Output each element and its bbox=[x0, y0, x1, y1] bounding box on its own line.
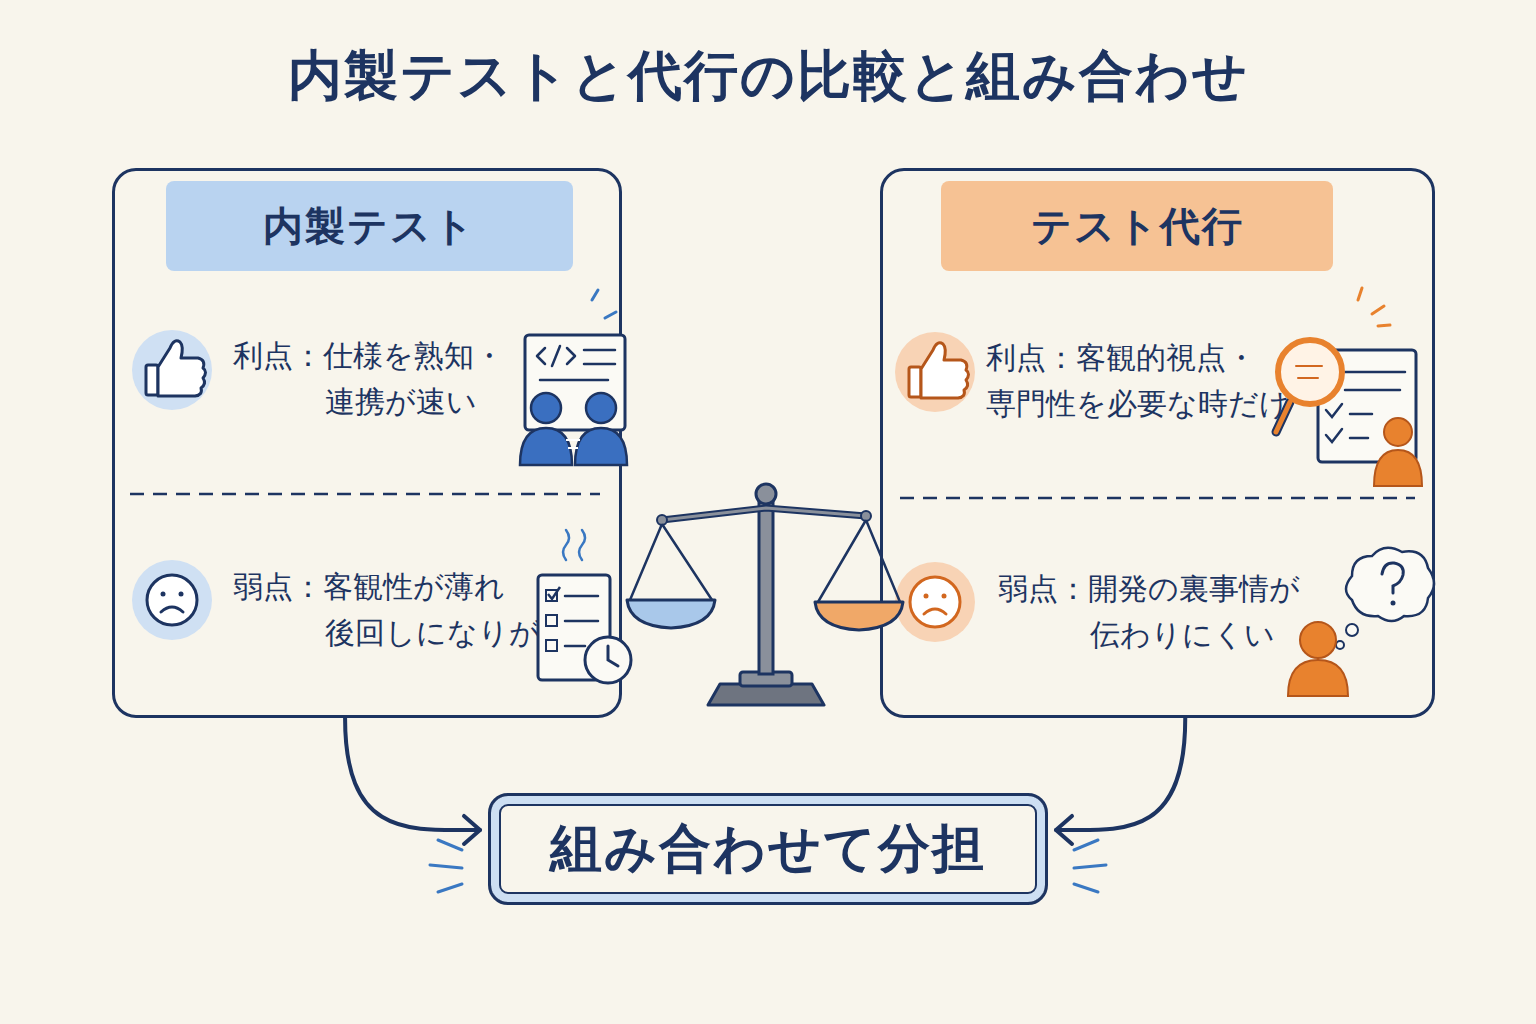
thumbs-up-icon bbox=[895, 332, 975, 412]
advantage-text: 利点：客観的視点・ 専門性を必要な時だけ bbox=[986, 335, 1306, 427]
balance-scale bbox=[627, 484, 903, 705]
thumbs-up-icon bbox=[132, 330, 212, 410]
checklist-clock-icon bbox=[538, 530, 631, 683]
flow-arrow bbox=[1056, 718, 1185, 830]
weakness-text: 弱点：客観性が薄れ 後回しになりがち bbox=[233, 564, 575, 656]
comparison-panel: 利点：仕様を熟知・ 連携が速い弱点：客観性が薄れ 後回しになりがち 内製テスト bbox=[112, 168, 622, 718]
heading-band: 内製テスト bbox=[166, 181, 573, 271]
heading-band: テスト代行 bbox=[941, 181, 1333, 271]
dashed-divider bbox=[900, 497, 1415, 500]
weakness-text: 弱点：開発の裏事情が 伝わりにくい bbox=[998, 566, 1328, 658]
confused-person-icon bbox=[1288, 548, 1434, 696]
advantage-text: 利点：仕様を熟知・ 連携が速い bbox=[233, 333, 533, 425]
flow-arrow bbox=[345, 718, 480, 830]
sad-face-icon bbox=[895, 562, 975, 642]
team-code-icon bbox=[520, 290, 627, 465]
review-magnifier-icon bbox=[1276, 288, 1422, 486]
comparison-panel: 利点：客観的視点・ 専門性を必要な時だけ弱点：開発の裏事情が 伝わりにくい テスト… bbox=[880, 168, 1435, 718]
node-label: 組み合わせて分担 bbox=[550, 814, 986, 884]
result-box: 組み合わせて分担 bbox=[488, 793, 1048, 905]
node-label: 内製テスト bbox=[263, 199, 476, 254]
node-label: テスト代行 bbox=[1031, 199, 1244, 254]
diagram-title: 内製テストと代行の比較と組み合わせ bbox=[0, 40, 1536, 113]
sad-face-icon bbox=[132, 560, 212, 640]
dashed-divider bbox=[130, 493, 600, 496]
